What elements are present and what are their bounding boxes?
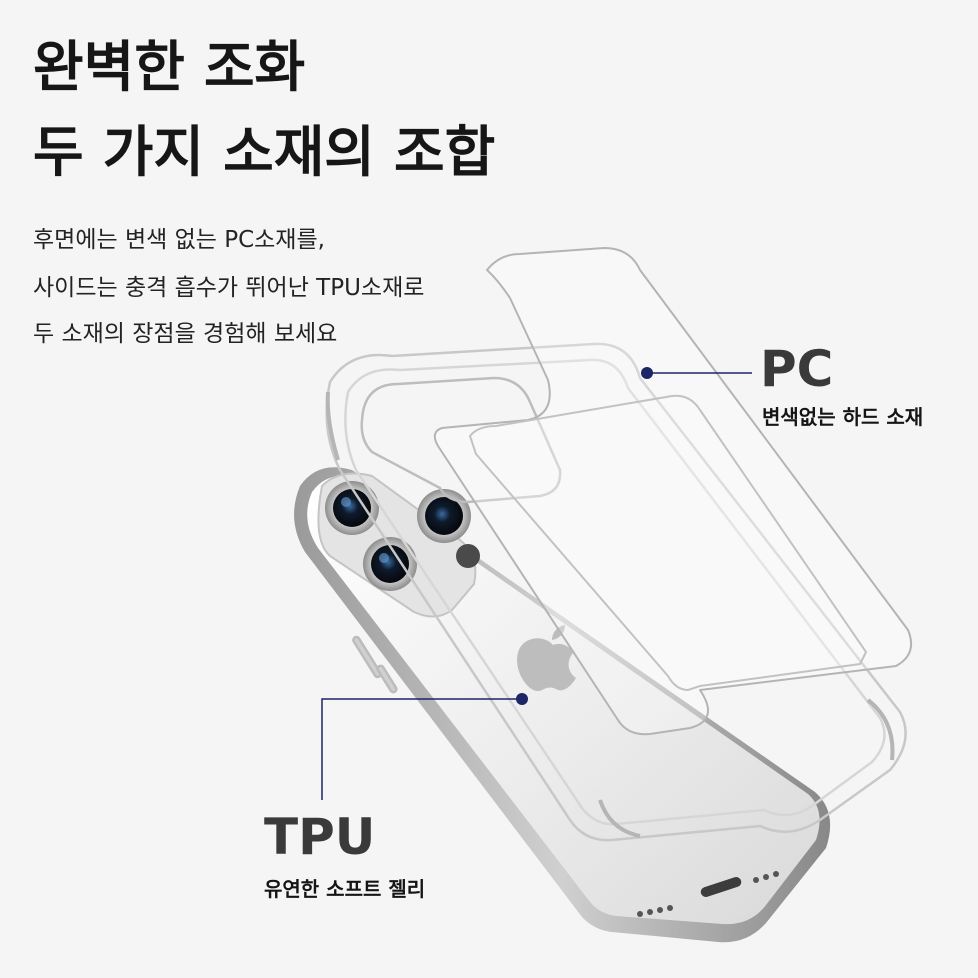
description-line-3: 두 소재의 장점을 경험해 보세요 bbox=[33, 321, 338, 347]
headline-line-2: 두 가지 소재의 조합 bbox=[33, 120, 496, 184]
description-line-1: 후면에는 변색 없는 PC소재를, bbox=[33, 227, 325, 253]
pc-label: PC bbox=[760, 340, 834, 398]
tpu-label: TPU bbox=[264, 808, 376, 866]
flash-icon bbox=[456, 544, 480, 568]
tpu-caption: 유연한 소프트 젤리 bbox=[264, 877, 426, 901]
charging-port-icon bbox=[637, 871, 779, 917]
description-line-2: 사이드는 충격 흡수가 뛰어난 TPU소재로 bbox=[33, 275, 425, 301]
tpu-bumper-frame bbox=[325, 342, 907, 842]
camera-lens-icon bbox=[417, 489, 471, 543]
tpu-callout-pointer bbox=[321, 693, 528, 800]
apple-logo-icon bbox=[517, 625, 576, 692]
pc-callout-pointer bbox=[641, 367, 752, 379]
camera-lens-icon bbox=[363, 537, 417, 591]
camera-lens-icon bbox=[325, 481, 379, 535]
pc-caption: 변색없는 하드 소재 bbox=[762, 405, 924, 429]
pc-back-plate bbox=[433, 247, 912, 736]
headline-line-1: 완벽한 조화 bbox=[33, 35, 306, 99]
